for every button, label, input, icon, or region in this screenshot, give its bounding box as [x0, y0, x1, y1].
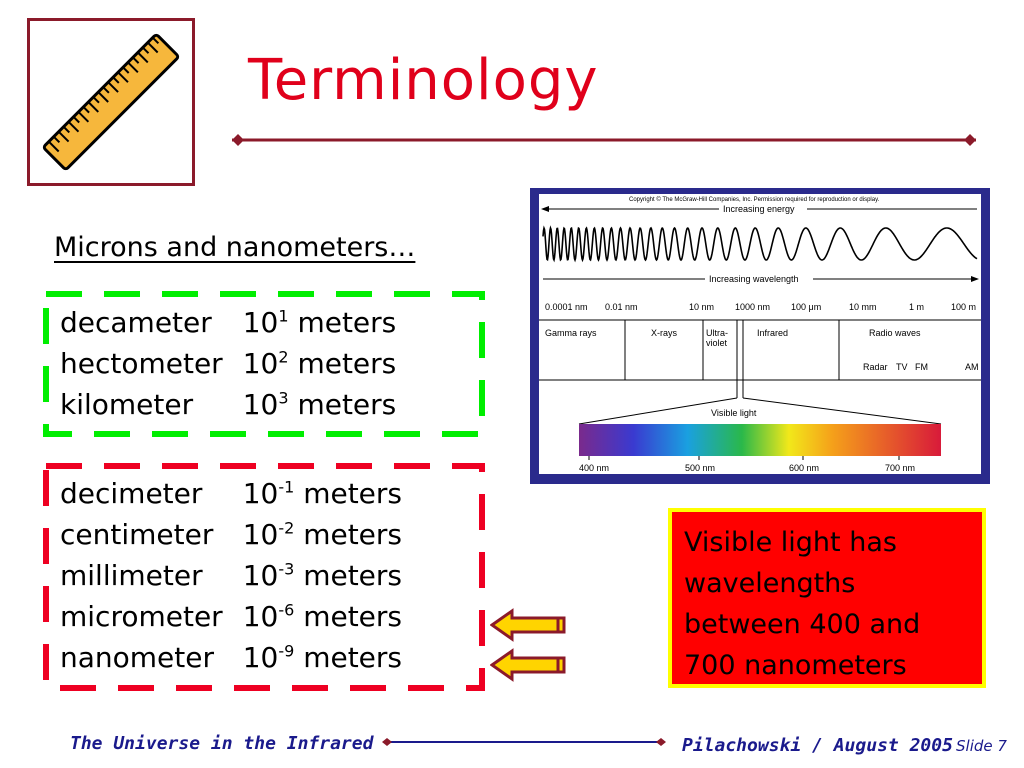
- small-units-frame: [43, 463, 485, 691]
- unit-row: decameter 101 meters: [60, 302, 396, 343]
- scale-tick: 10 nm: [689, 302, 714, 312]
- unit-value: 10-9 meters: [243, 637, 402, 678]
- visible-tick: 600 nm: [789, 463, 819, 473]
- visible-tick: 500 nm: [685, 463, 715, 473]
- unit-row: centimeter 10-2 meters: [60, 514, 402, 555]
- unit-value: 103 meters: [243, 384, 397, 425]
- visible-tick: 400 nm: [579, 463, 609, 473]
- unit-name: kilometer: [60, 388, 194, 421]
- band-label: Radio waves: [869, 328, 921, 338]
- unit-name: nanometer: [60, 641, 214, 674]
- unit-base: 10: [242, 600, 279, 633]
- band-label: Gamma rays: [545, 328, 597, 338]
- footer-author-date: Pilachowski / August 2005: [682, 735, 953, 756]
- scale-tick: 1000 nm: [735, 302, 770, 312]
- unit-row: nanometer 10-9 meters: [60, 637, 402, 678]
- band-label: Infrared: [757, 328, 788, 338]
- unit-name: decimeter: [60, 477, 203, 510]
- unit-exponent: -1: [278, 477, 295, 497]
- unit-base: 10: [242, 388, 279, 421]
- scale-tick: 100 m: [951, 302, 976, 312]
- unit-exponent: 1: [278, 306, 289, 326]
- arrow-left-icon: [490, 648, 566, 682]
- footer-course-title: The Universe in the Infrared: [70, 733, 374, 754]
- unit-name: micrometer: [60, 600, 223, 633]
- band-label: Ultra-: [706, 328, 728, 338]
- unit-value: 102 meters: [243, 343, 397, 384]
- unit-exponent: -6: [278, 600, 295, 620]
- unit-exponent: -9: [278, 641, 295, 661]
- unit-label: meters: [303, 477, 403, 510]
- unit-label: meters: [303, 600, 403, 633]
- energy-label: Increasing energy: [723, 204, 795, 214]
- unit-exponent: 3: [278, 388, 289, 408]
- band-label: X-rays: [651, 328, 678, 338]
- unit-exponent: -3: [278, 559, 295, 579]
- radio-sub-label: Radar: [863, 362, 888, 372]
- unit-label: meters: [297, 306, 397, 339]
- spectrum-copyright: Copyright © The McGraw-Hill Companies, I…: [629, 196, 880, 203]
- unit-value: 10-6 meters: [243, 596, 402, 637]
- visible-light-label: Visible light: [711, 408, 757, 418]
- unit-row: kilometer 103 meters: [60, 384, 396, 425]
- unit-label: meters: [303, 641, 403, 674]
- unit-label: meters: [303, 518, 403, 551]
- unit-base: 10: [242, 518, 279, 551]
- slide-number: Slide 7: [956, 737, 1007, 755]
- band-label: violet: [706, 338, 728, 348]
- unit-label: meters: [297, 347, 397, 380]
- visible-light-callout: Visible light has wavelengths between 40…: [668, 508, 986, 688]
- unit-value: 10-3 meters: [243, 555, 402, 596]
- unit-exponent: -2: [278, 518, 295, 538]
- unit-base: 10: [242, 306, 279, 339]
- scale-tick: 10 mm: [849, 302, 877, 312]
- unit-name: millimeter: [60, 559, 203, 592]
- unit-name: centimeter: [60, 518, 214, 551]
- unit-value: 101 meters: [243, 302, 397, 343]
- arrow-left-icon: [490, 608, 566, 642]
- unit-exponent: 2: [278, 347, 289, 367]
- unit-label: meters: [297, 388, 397, 421]
- em-spectrum-diagram: Copyright © The McGraw-Hill Companies, I…: [539, 196, 981, 473]
- ruler-icon: [42, 33, 180, 171]
- section-subtitle: Microns and nanometers…: [54, 232, 416, 263]
- page-title: Terminology: [248, 48, 599, 113]
- visible-tick: 700 nm: [885, 463, 915, 473]
- unit-base: 10: [242, 347, 279, 380]
- unit-row: micrometer 10-6 meters: [60, 596, 402, 637]
- em-spectrum-figure: Copyright © The McGraw-Hill Companies, I…: [530, 188, 990, 484]
- unit-base: 10: [242, 477, 279, 510]
- footer-divider: [382, 738, 666, 746]
- radio-sub-label: AM: [965, 362, 979, 372]
- wavelength-label: Increasing wavelength: [709, 274, 799, 284]
- unit-row: millimeter 10-3 meters: [60, 555, 402, 596]
- scale-tick: 0.0001 nm: [545, 302, 588, 312]
- unit-row: hectometer 102 meters: [60, 343, 396, 384]
- unit-base: 10: [242, 641, 279, 674]
- title-divider: [232, 134, 976, 146]
- scale-tick: 1 m: [909, 302, 924, 312]
- unit-base: 10: [242, 559, 279, 592]
- ruler-clipart: [27, 18, 195, 186]
- wave-line: [542, 225, 978, 263]
- unit-value: 10-1 meters: [243, 473, 402, 514]
- unit-label: meters: [303, 559, 403, 592]
- unit-value: 10-2 meters: [243, 514, 402, 555]
- unit-name: hectometer: [60, 347, 223, 380]
- unit-name: decameter: [60, 306, 212, 339]
- radio-sub-label: FM: [915, 362, 928, 372]
- visible-spectrum-bar: [579, 424, 941, 456]
- unit-row: decimeter 10-1 meters: [60, 473, 402, 514]
- radio-sub-label: TV: [896, 362, 908, 372]
- scale-tick: 0.01 nm: [605, 302, 638, 312]
- scale-tick: 100 μm: [791, 302, 821, 312]
